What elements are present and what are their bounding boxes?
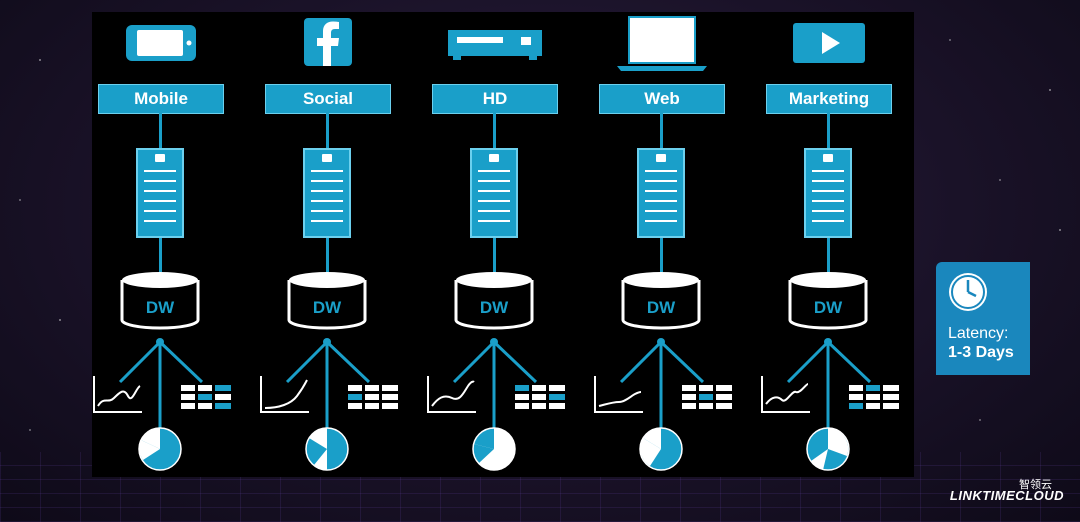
label-marketing: Marketing xyxy=(766,84,892,114)
server-icon xyxy=(804,148,852,238)
line-chart-icon xyxy=(761,376,810,413)
connector-line xyxy=(326,112,329,148)
connector-line xyxy=(827,112,830,148)
facebook-icon xyxy=(304,18,352,66)
server-icon xyxy=(637,148,685,238)
pie-chart-icon xyxy=(806,427,850,471)
set-top-box-icon xyxy=(448,30,542,60)
fan-out-connectors xyxy=(452,338,538,432)
dw-label: DW xyxy=(479,298,509,317)
fan-out-connectors xyxy=(118,338,204,432)
connector-line xyxy=(159,238,162,272)
logo-english-text: LINKTIMECLOUD xyxy=(949,488,1064,503)
line-chart-icon xyxy=(260,376,309,413)
line-chart-icon xyxy=(93,376,142,413)
label-web: Web xyxy=(599,84,725,114)
connector-line xyxy=(660,112,663,148)
connector-line xyxy=(159,112,162,148)
dw-label: DW xyxy=(813,298,843,317)
label-social: Social xyxy=(265,84,391,114)
pie-chart-icon xyxy=(639,427,683,471)
laptop-icon xyxy=(617,16,707,71)
video-play-icon xyxy=(793,23,865,63)
server-icon xyxy=(303,148,351,238)
diagram-panel: Mobile DW xyxy=(92,12,914,477)
line-chart-icon xyxy=(594,376,643,413)
database-cylinder-icon xyxy=(287,272,367,330)
latency-title: Latency: xyxy=(948,325,1009,342)
label-mobile: Mobile xyxy=(98,84,224,114)
latency-callout: Latency: 1-3 Days xyxy=(936,262,1030,375)
line-chart-icon xyxy=(427,376,476,413)
latency-value: 1-3 Days xyxy=(948,344,1014,361)
column-mobile: Mobile DW xyxy=(92,12,231,477)
connector-line xyxy=(660,238,663,272)
dw-label: DW xyxy=(312,298,342,317)
table-grid-icon xyxy=(682,385,732,409)
column-marketing: Marketing DW xyxy=(760,12,899,477)
column-hd: HD DW xyxy=(426,12,565,477)
column-social: Social DW xyxy=(259,12,398,477)
connector-line xyxy=(827,238,830,272)
database-cylinder-icon xyxy=(621,272,701,330)
connector-line xyxy=(493,112,496,148)
smartphone-icon xyxy=(126,25,196,61)
database-cylinder-icon xyxy=(788,272,868,330)
pie-chart-icon xyxy=(305,427,349,471)
dw-label: DW xyxy=(145,298,175,317)
table-grid-icon xyxy=(181,385,231,409)
table-grid-icon xyxy=(348,385,398,409)
pie-chart-icon xyxy=(472,427,516,471)
clock-icon xyxy=(949,273,987,311)
brand-logo: 智领云 LINKTIMECLOUD xyxy=(950,476,1072,508)
fan-out-connectors xyxy=(786,338,872,432)
table-grid-icon xyxy=(515,385,565,409)
pie-chart-icon xyxy=(138,427,182,471)
logo-chinese-text: 智领云 xyxy=(1019,479,1052,491)
connector-line xyxy=(493,238,496,272)
server-icon xyxy=(136,148,184,238)
fan-out-connectors xyxy=(619,338,705,432)
column-web: Web DW xyxy=(593,12,732,477)
connector-line xyxy=(326,238,329,272)
fan-out-connectors xyxy=(285,338,371,432)
table-grid-icon xyxy=(849,385,899,409)
dw-label: DW xyxy=(646,298,676,317)
database-cylinder-icon xyxy=(454,272,534,330)
database-cylinder-icon xyxy=(120,272,200,330)
label-hd: HD xyxy=(432,84,558,114)
server-icon xyxy=(470,148,518,238)
